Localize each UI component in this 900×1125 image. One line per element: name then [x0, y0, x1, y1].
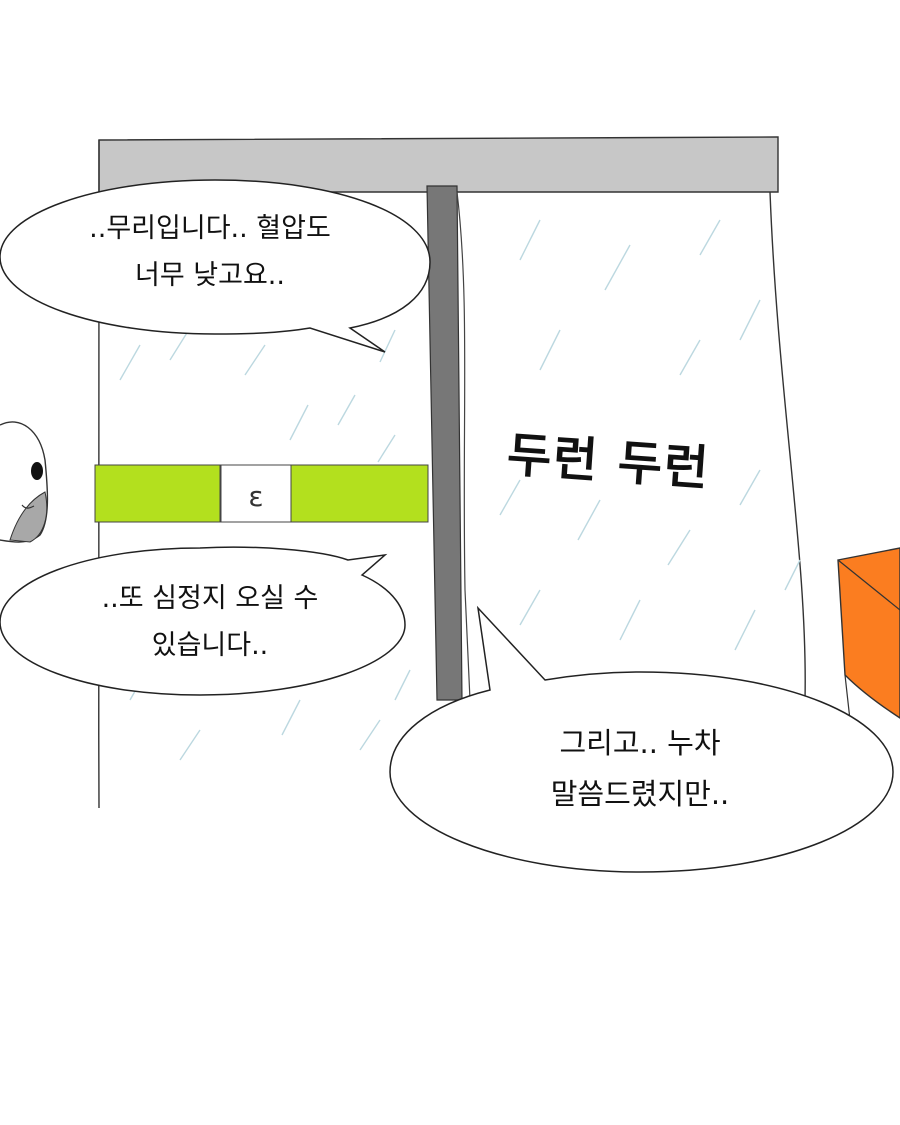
door-divider [426, 185, 463, 701]
bubble-2-line-1: ..또 심정지 오실 수 [101, 583, 319, 614]
speech-bubble-3-text: 그리고.. 누차 말씀드렸지만.. [480, 718, 800, 820]
green-sign-band: ε [94, 464, 429, 523]
speech-bubble-2-text: ..또 심정지 오실 수 있습니다.. [40, 575, 380, 670]
bubble-1-line-2: 너무 낮고요.. [135, 260, 285, 292]
bubble-2-line-2: 있습니다.. [151, 630, 269, 662]
character-eye-icon [31, 462, 43, 480]
bubble-3-line-2: 말씀드렸지만.. [550, 776, 730, 811]
speech-bubble-1 [0, 179, 431, 353]
bubble-3-line-1: 그리고.. 누차 [559, 726, 721, 760]
right-door-inner-edge [456, 191, 471, 701]
bubble-1-line-1: ..무리입니다.. 혈압도 [89, 213, 331, 244]
right-door-edge [769, 191, 806, 701]
peeking-character [0, 421, 49, 543]
sound-effect-text: 두런 두런 [505, 426, 713, 498]
sign-glyph: ε [248, 480, 263, 513]
speech-bubble-2 [0, 546, 406, 696]
speech-bubble-3 [389, 605, 894, 873]
orange-object [837, 547, 900, 721]
speech-bubble-1-text: ..무리입니다.. 혈압도 너무 낮고요.. [40, 205, 380, 300]
